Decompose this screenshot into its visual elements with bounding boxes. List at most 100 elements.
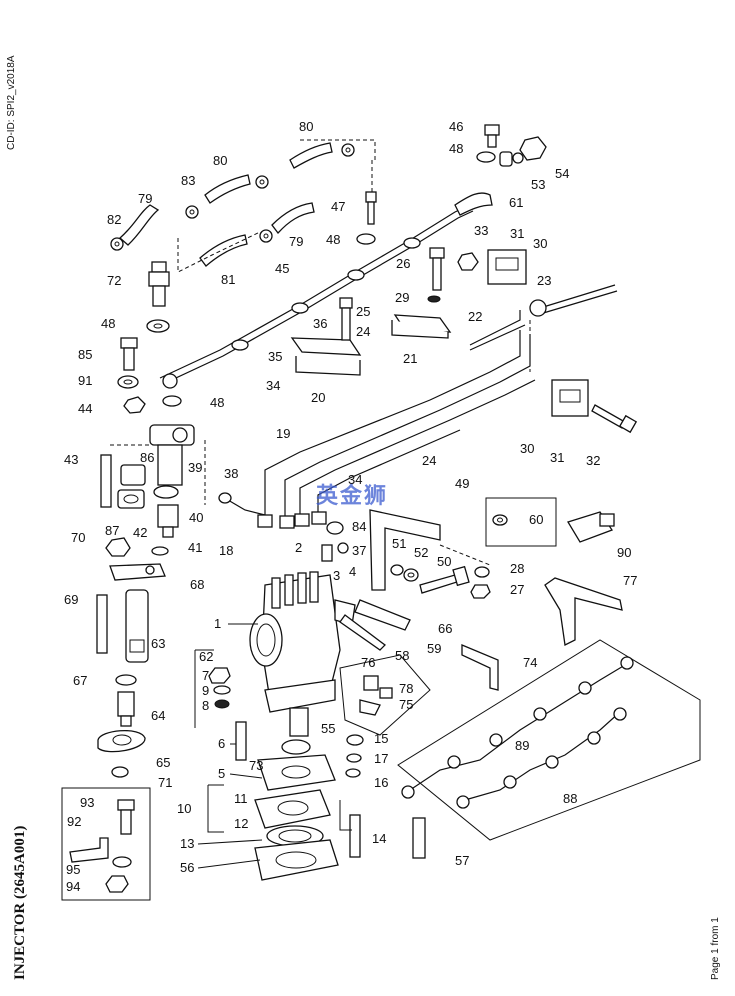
detail-box-92-95	[61, 787, 151, 901]
clamp-68	[109, 563, 166, 581]
stud-43	[100, 454, 112, 508]
callout-30-top: 30	[533, 236, 547, 251]
callout-21: 21	[403, 351, 417, 366]
callout-1: 1	[214, 616, 221, 631]
callout-32: 32	[586, 453, 600, 468]
pipe-set-box	[397, 639, 701, 841]
callout-79-right: 79	[289, 234, 303, 249]
callout-71: 71	[158, 775, 172, 790]
detail-box-60	[485, 497, 557, 547]
callout-17: 17	[374, 751, 388, 766]
callout-28: 28	[510, 561, 524, 576]
stud-57	[412, 817, 426, 859]
callout-42: 42	[133, 525, 147, 540]
callout-78: 78	[399, 681, 413, 696]
callout-60: 60	[529, 512, 543, 527]
clamp-31-bottom	[551, 379, 589, 417]
callout-58: 58	[395, 648, 409, 663]
washer-48-injector	[162, 395, 182, 407]
callout-83: 83	[181, 173, 195, 188]
callout-53: 53	[531, 177, 545, 192]
bolt-85	[120, 337, 138, 371]
stud-69	[96, 594, 108, 654]
callout-48-top: 48	[449, 141, 463, 156]
callout-8: 8	[202, 698, 209, 713]
seal-67	[115, 674, 137, 686]
washer-41	[151, 546, 169, 556]
washer-48-mid	[356, 233, 376, 245]
callout-88: 88	[563, 791, 577, 806]
callout-49: 49	[455, 476, 469, 491]
diagram-title: INJECTOR (2645A001)	[12, 825, 28, 980]
callout-77: 77	[623, 573, 637, 588]
callout-76: 76	[361, 655, 375, 670]
union-nut-54	[519, 136, 547, 161]
washer-51	[390, 564, 404, 576]
washer-71	[111, 766, 129, 778]
callout-35: 35	[268, 349, 282, 364]
callout-92: 92	[67, 814, 81, 829]
callout-91: 91	[78, 373, 92, 388]
nut-28	[474, 566, 490, 578]
callout-46: 46	[449, 119, 463, 134]
stud-14	[349, 814, 361, 858]
bolt-26	[429, 247, 445, 291]
callout-33: 33	[474, 223, 488, 238]
callout-48-left: 48	[101, 316, 115, 331]
callout-79-left: 79	[138, 191, 152, 206]
callout-64: 64	[151, 708, 165, 723]
nut-53	[512, 152, 524, 164]
callout-labels: 1 2 3 4 5 6 7 8 9 10 11 12 13 14 15 16 1…	[64, 119, 637, 894]
bolt-50	[419, 565, 470, 594]
nut-33	[457, 252, 479, 271]
washer-16	[345, 768, 361, 778]
callout-3: 3	[333, 568, 340, 583]
callout-57: 57	[455, 853, 469, 868]
callout-73: 73	[249, 758, 263, 773]
callout-31-bottom: 31	[550, 450, 564, 465]
flange-56	[254, 839, 339, 881]
callout-87: 87	[105, 523, 119, 538]
adaptor-plate-11	[254, 789, 331, 829]
callout-74: 74	[523, 655, 537, 670]
gasket-73	[257, 754, 336, 791]
watermark-logo: 英金狮	[316, 484, 389, 509]
nut-44	[123, 396, 146, 414]
callout-68: 68	[190, 577, 204, 592]
injection-pipe-bundle	[218, 330, 536, 529]
callout-95: 95	[66, 862, 80, 877]
lever-74	[461, 644, 499, 691]
seal-87	[117, 489, 145, 509]
detail-75-76-78	[339, 654, 431, 736]
callout-54: 54	[555, 166, 569, 181]
sealing-washer-48-left	[146, 319, 170, 333]
callout-67: 67	[73, 673, 87, 688]
stud-6	[235, 721, 247, 761]
callout-41: 41	[188, 540, 202, 555]
bracket-77	[544, 577, 623, 646]
callout-31-top: 31	[510, 226, 524, 241]
callout-30-bottom: 30	[520, 441, 534, 456]
clamp-31-top	[487, 249, 527, 285]
washer-9	[213, 685, 231, 695]
fitting-37	[321, 542, 349, 562]
nut-15	[346, 734, 364, 746]
seal-55	[281, 739, 311, 755]
bracket-66	[354, 599, 411, 631]
callout-5: 5	[218, 766, 225, 781]
callout-65: 65	[156, 755, 170, 770]
callout-37: 37	[352, 543, 366, 558]
union-61	[499, 151, 513, 167]
callout-22: 22	[468, 309, 482, 324]
callout-18: 18	[219, 543, 233, 558]
washer-17	[346, 753, 362, 763]
callout-55: 55	[321, 721, 335, 736]
injection-pump-1	[249, 571, 356, 737]
callout-40: 40	[189, 510, 203, 525]
callout-19: 19	[276, 426, 290, 441]
callout-52: 52	[414, 545, 428, 560]
callout-81: 81	[221, 272, 235, 287]
callout-61: 61	[509, 195, 523, 210]
callout-2: 2	[295, 540, 302, 555]
sensor-90	[567, 511, 615, 543]
